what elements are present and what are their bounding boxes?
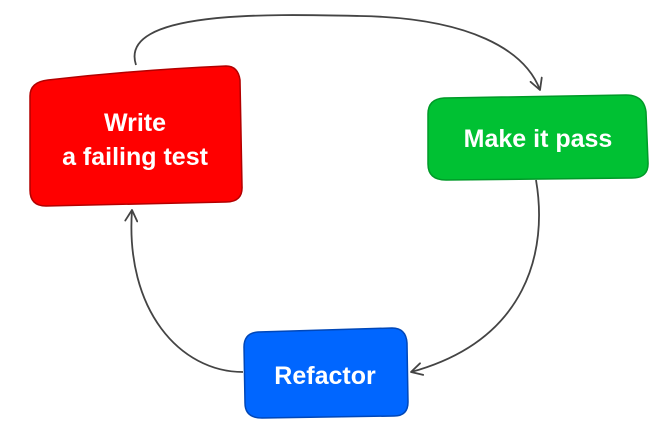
node-make-it-pass: Make it pass xyxy=(427,94,649,181)
arrow-write-to-pass xyxy=(133,14,543,91)
node-write-label-line2: a failing test xyxy=(62,143,209,171)
node-pass-label: Make it pass xyxy=(464,125,613,153)
arrow-refactor-to-write xyxy=(124,209,244,373)
arrow-pass-to-refactor xyxy=(410,179,540,376)
node-refactor-label: Refactor xyxy=(274,362,376,390)
node-write-label-line1: Write xyxy=(104,109,166,137)
node-refactor: Refactor xyxy=(243,327,409,419)
node-write-failing-test: Write a failing test xyxy=(29,65,243,207)
